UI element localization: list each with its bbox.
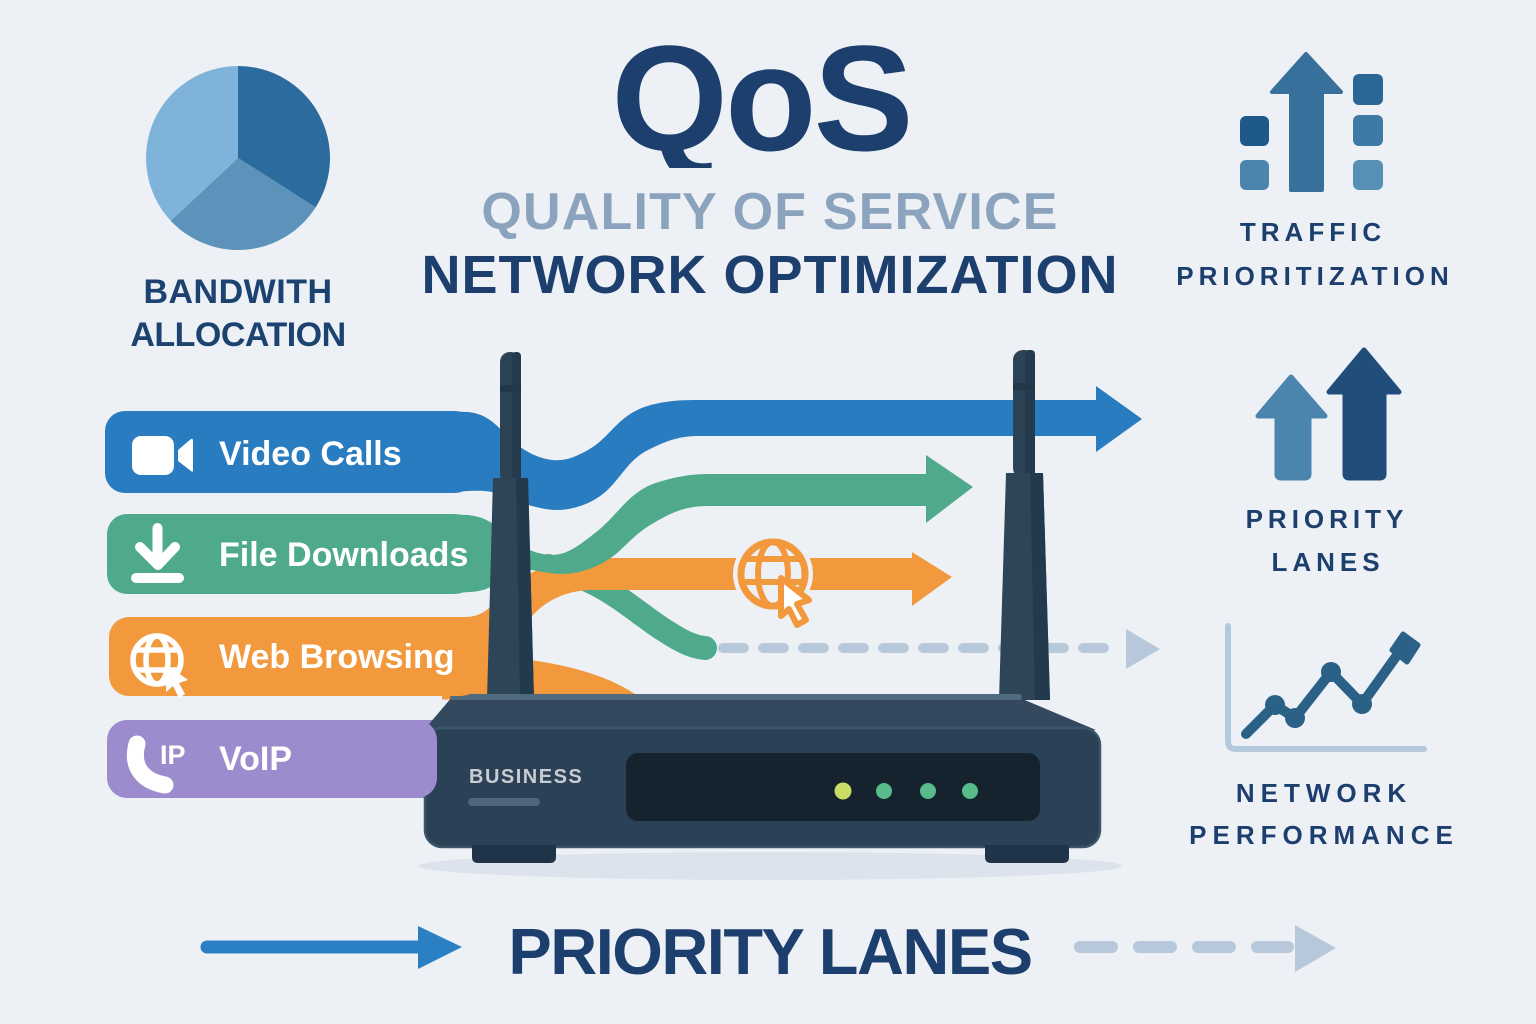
- svg-text:VoIP: VoIP: [219, 740, 292, 778]
- svg-text:BUSINESS: BUSINESS: [469, 766, 583, 788]
- svg-text:IP: IP: [160, 740, 186, 770]
- svg-text:ALLOCATION: ALLOCATION: [130, 316, 345, 354]
- svg-text:NETWORK OPTIMIZATION: NETWORK OPTIMIZATION: [422, 245, 1119, 305]
- svg-text:TRAFFIC: TRAFFIC: [1240, 217, 1386, 247]
- svg-text:PRIORITY: PRIORITY: [1246, 504, 1409, 534]
- svg-text:LANES: LANES: [1271, 547, 1384, 577]
- svg-text:File Downloads: File Downloads: [219, 536, 468, 574]
- svg-text:QUALITY OF SERVICE: QUALITY OF SERVICE: [481, 183, 1058, 241]
- svg-text:PRIORITY LANES: PRIORITY LANES: [508, 915, 1031, 988]
- svg-text:BANDWITH: BANDWITH: [143, 273, 332, 311]
- svg-text:Web Browsing: Web Browsing: [219, 638, 455, 676]
- svg-text:PERFORMANCE: PERFORMANCE: [1189, 820, 1459, 850]
- svg-text:Video Calls: Video Calls: [219, 435, 402, 473]
- svg-text:NETWORK: NETWORK: [1236, 778, 1412, 808]
- svg-text:QoS: QoS: [611, 14, 910, 182]
- svg-text:PRIORITIZATION: PRIORITIZATION: [1176, 261, 1454, 291]
